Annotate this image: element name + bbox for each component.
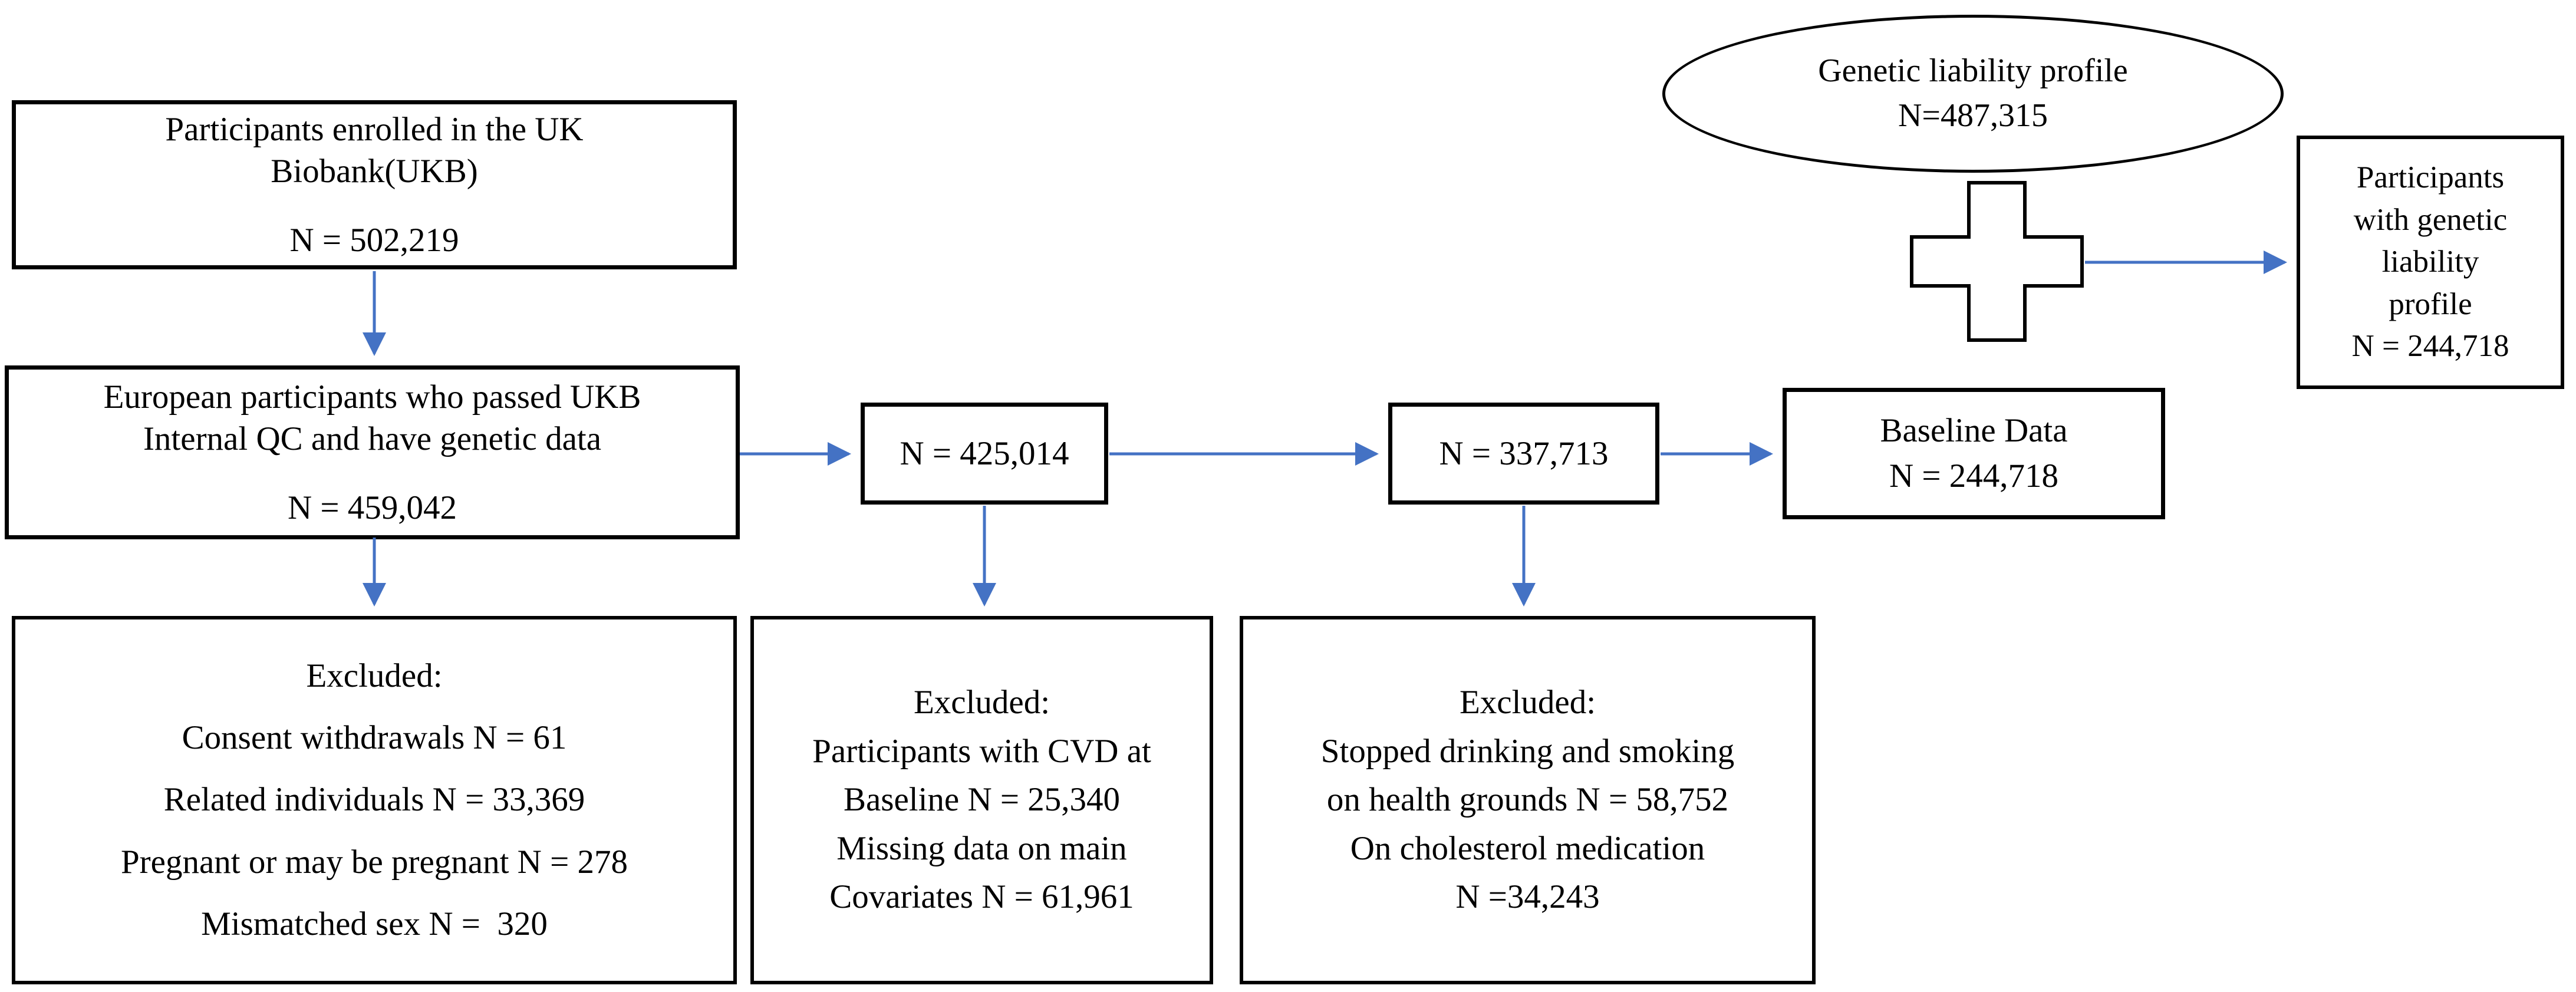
n-337713-box: N = 337,713	[1388, 403, 1659, 505]
excluded-qc-item: Mismatched sex N = 320	[201, 905, 548, 942]
ukb-enrolled-n: N = 502,219	[289, 221, 459, 259]
baseline-data-label: Baseline Data	[1880, 411, 2068, 449]
excluded-qc-item: Pregnant or may be pregnant N = 278	[120, 843, 628, 881]
excluded-cvd-line: Baseline N = 25,340	[843, 781, 1121, 819]
genetic-participants-line: profile	[2389, 286, 2472, 321]
genetic-participants-n: N = 244,718	[2351, 329, 2509, 364]
genetic-participants-box: Participants with genetic liability prof…	[2297, 136, 2564, 389]
n-425014-box: N = 425,014	[861, 403, 1108, 505]
genetic-liability-ellipse: Genetic liability profile N=487,315	[1662, 15, 2284, 173]
excluded-qc-item: Consent withdrawals N = 61	[182, 719, 567, 757]
genetic-participants-line: liability	[2381, 245, 2479, 279]
european-qc-line1: European participants who passed UKB	[103, 378, 641, 416]
excluded-cvd-line: Covariates N = 61,961	[829, 878, 1134, 916]
excluded-cvd-box: Excluded: Participants with CVD at Basel…	[750, 616, 1213, 984]
excluded-lifestyle-line: On cholesterol medication	[1350, 829, 1705, 867]
excluded-lifestyle-line: N =34,243	[1455, 878, 1600, 916]
european-qc-n: N = 459,042	[287, 489, 457, 526]
excluded-lifestyle-line: on health grounds N = 58,752	[1326, 781, 1729, 819]
european-qc-line2: Internal QC and have genetic data	[143, 420, 602, 458]
excluded-cvd-line: Missing data on main	[836, 829, 1127, 867]
excluded-lifestyle-box: Excluded: Stopped drinking and smoking o…	[1240, 616, 1816, 984]
european-qc-box: European participants who passed UKB Int…	[5, 365, 740, 539]
baseline-data-n: N = 244,718	[1889, 457, 2059, 495]
n-425014-value: N = 425,014	[900, 434, 1069, 472]
excluded-qc-title: Excluded:	[306, 657, 443, 695]
genetic-liability-n: N=487,315	[1898, 97, 2048, 134]
genetic-participants-line: Participants	[2356, 160, 2505, 195]
excluded-lifestyle-line: Stopped drinking and smoking	[1320, 732, 1735, 770]
excluded-cvd-line: Participants with CVD at	[812, 732, 1151, 770]
excluded-qc-item: Related individuals N = 33,369	[163, 781, 585, 819]
ukb-enrolled-line2: Biobank(UKB)	[271, 153, 478, 190]
ukb-enrolled-box: Participants enrolled in the UK Biobank(…	[12, 100, 737, 269]
excluded-cvd-title: Excluded:	[913, 683, 1050, 721]
genetic-participants-line: with genetic	[2353, 202, 2508, 237]
excluded-lifestyle-title: Excluded:	[1459, 683, 1596, 721]
plus-icon	[1910, 181, 2084, 342]
baseline-data-box: Baseline Data N = 244,718	[1783, 388, 2165, 519]
plus-icon-path	[1910, 181, 2084, 342]
excluded-qc-box: Excluded: Consent withdrawals N = 61 Rel…	[12, 616, 737, 984]
n-337713-value: N = 337,713	[1439, 434, 1609, 472]
genetic-liability-label: Genetic liability profile	[1818, 52, 2128, 90]
ukb-enrolled-line1: Participants enrolled in the UK	[165, 111, 584, 149]
